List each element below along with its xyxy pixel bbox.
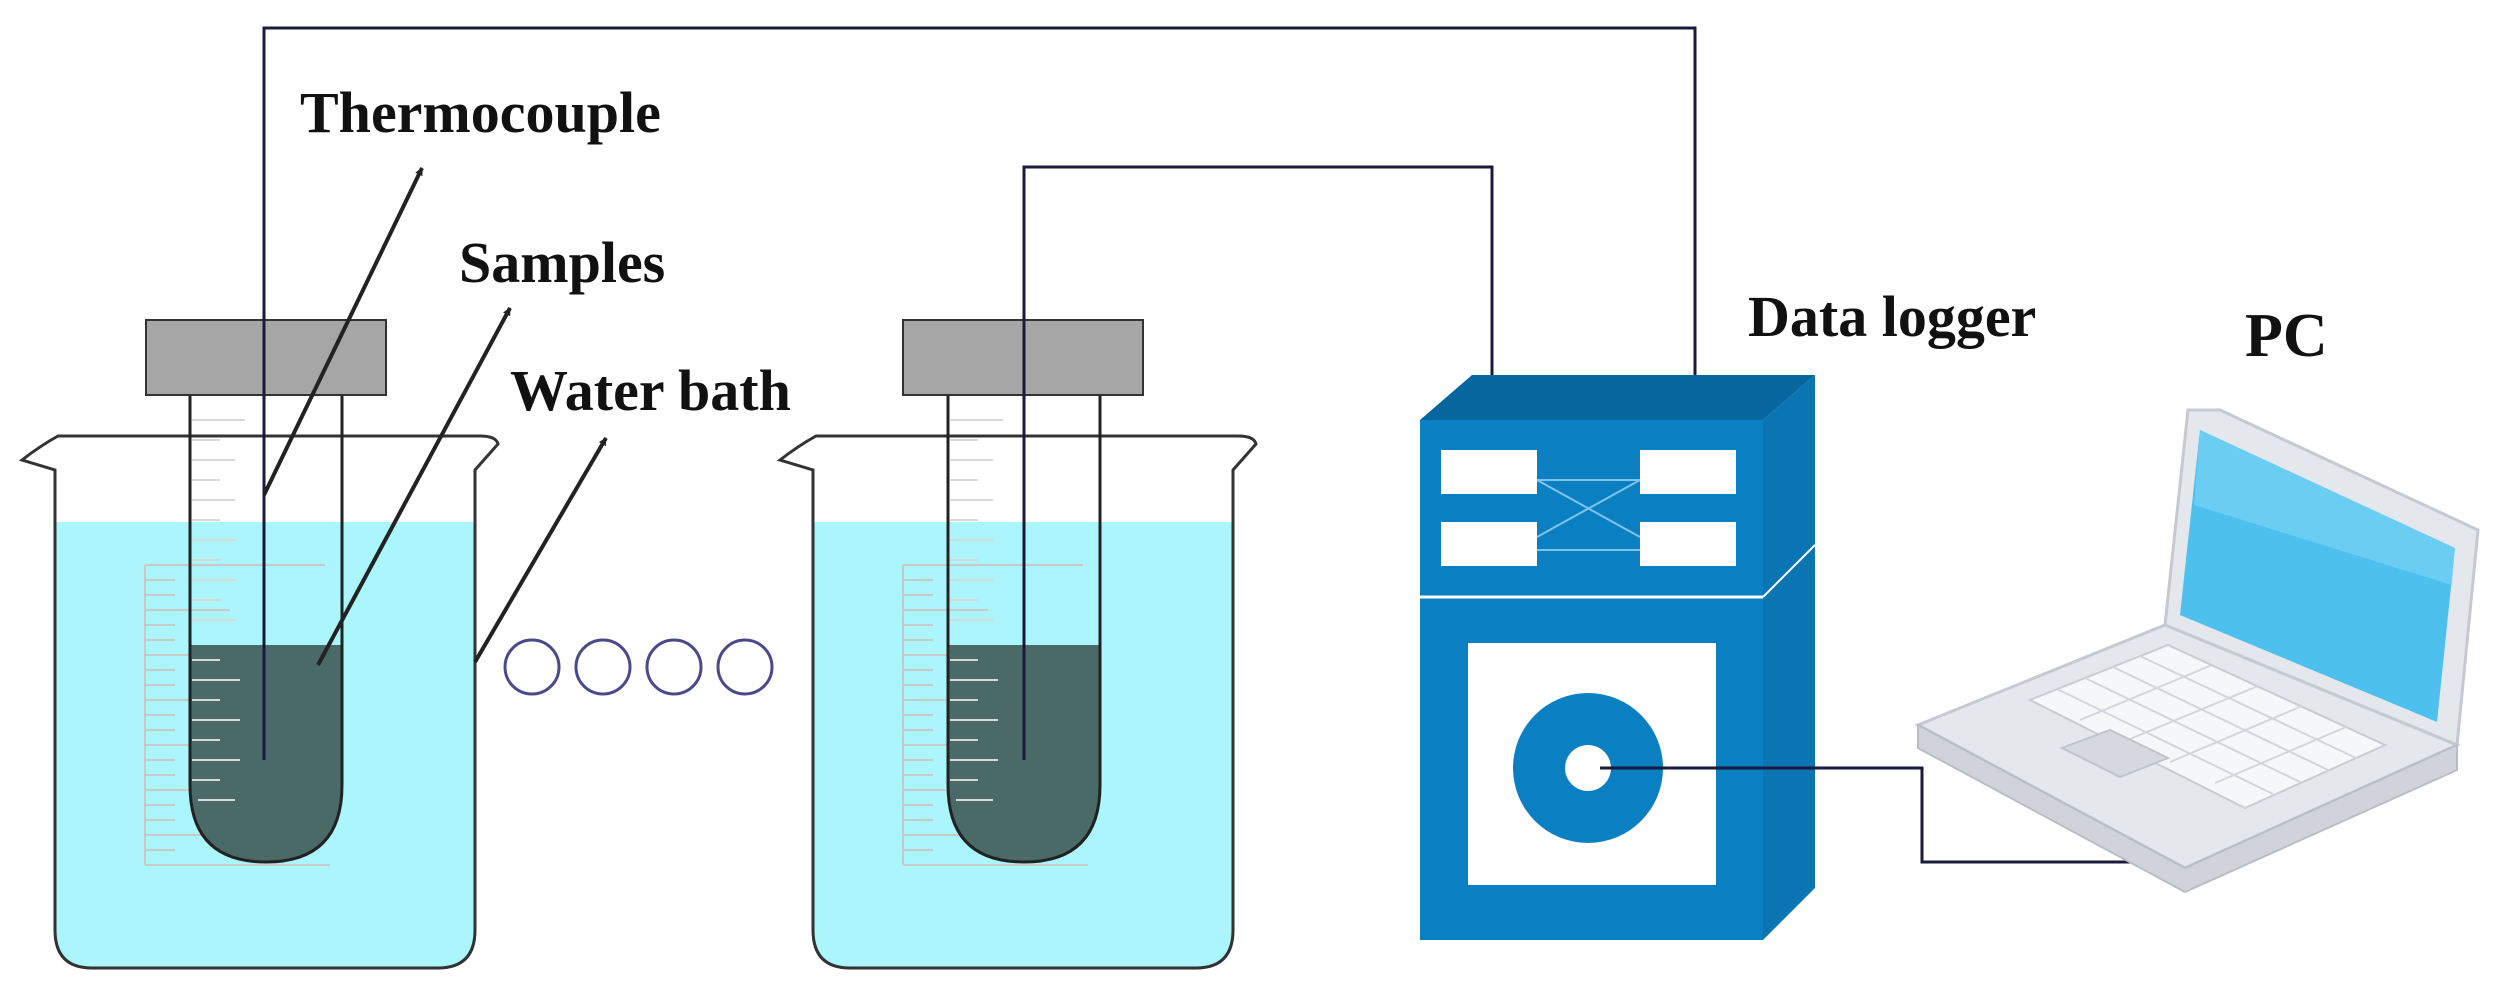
samples-label: Samples — [459, 230, 665, 295]
test-tube-1 — [145, 319, 387, 864]
data-logger-label: Data logger — [1748, 284, 2036, 349]
label-pointers — [262, 167, 608, 666]
thermocouple-label: Thermocouple — [300, 80, 661, 145]
laptop-base-edge — [1917, 723, 2458, 894]
thermocouple-wire-1 — [262, 26, 1697, 760]
laptop-icon — [1914, 408, 2480, 894]
data-logger-side — [1763, 375, 1815, 940]
test-tube-icon — [188, 395, 344, 864]
sample-fill-1 — [190, 645, 342, 862]
test-tube-scale-1 — [192, 419, 245, 801]
usb-cable — [1600, 766, 2188, 864]
samples-arrow — [316, 307, 512, 666]
beaker-icon — [18, 434, 500, 970]
beaker-icon — [776, 434, 1258, 970]
data-logger-ports — [1441, 450, 1736, 566]
ellipsis-circles — [503, 638, 774, 696]
water-bath-label: Water bath — [510, 358, 791, 423]
test-tube-icon — [946, 395, 1102, 864]
thermocouple-wires — [262, 26, 1697, 760]
laptop-keys — [2056, 655, 2357, 795]
thermocouple-arrow — [262, 167, 424, 496]
laptop-touchpad — [2059, 728, 2171, 779]
pc-label: PC — [2245, 302, 2328, 370]
test-tube-cap-1 — [145, 319, 387, 396]
data-logger-top — [1420, 375, 1815, 420]
data-logger-icon — [1420, 375, 1816, 940]
data-logger-port-links — [1536, 479, 1641, 551]
thermocouple-wire-2 — [1022, 165, 1494, 760]
laptop-screen-glare — [2194, 430, 2455, 585]
laptop-keyboard — [2027, 643, 2388, 810]
water-bath-arrow — [473, 436, 608, 664]
test-tube-scale-2 — [950, 419, 1003, 801]
